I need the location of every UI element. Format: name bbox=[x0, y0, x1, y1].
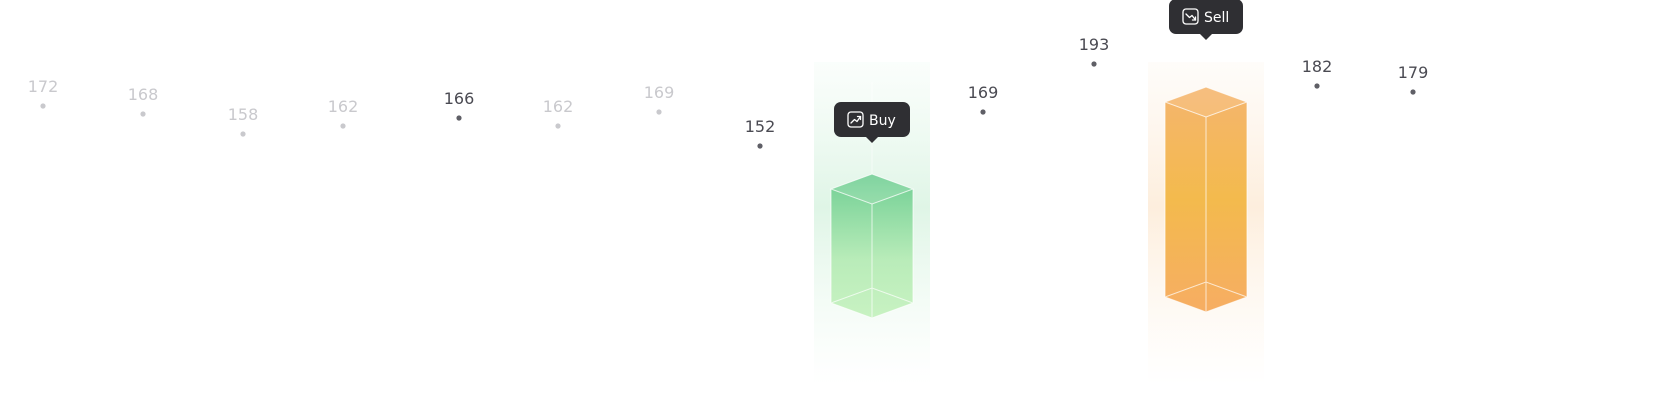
tooltip-label: Sell bbox=[1204, 10, 1229, 26]
data-point[interactable]: 179 bbox=[1398, 63, 1429, 95]
data-point[interactable]: 162 bbox=[328, 97, 359, 129]
tooltip-background bbox=[834, 102, 910, 137]
prism-edges bbox=[830, 189, 914, 319]
point-marker bbox=[40, 103, 46, 109]
tooltip-pointer bbox=[1200, 34, 1212, 40]
point-value-label: 152 bbox=[745, 117, 776, 136]
point-marker bbox=[1091, 61, 1097, 67]
point-value-label: 162 bbox=[328, 97, 359, 116]
buy-tooltip[interactable]: Buy bbox=[834, 102, 910, 143]
point-value-label: 169 bbox=[644, 83, 675, 102]
data-point[interactable]: 158 bbox=[228, 105, 259, 137]
data-point[interactable]: 166 bbox=[444, 89, 475, 121]
point-value-label: 162 bbox=[543, 97, 574, 116]
point-marker bbox=[1314, 83, 1320, 89]
point-value-label: 172 bbox=[28, 77, 59, 96]
point-value-label: 193 bbox=[1079, 35, 1110, 54]
sell-tooltip[interactable]: Sell bbox=[1169, 0, 1243, 40]
prism-edges bbox=[1164, 102, 1248, 313]
data-point[interactable]: 169 bbox=[644, 83, 675, 115]
point-marker bbox=[757, 143, 763, 149]
trend-down-icon bbox=[1182, 8, 1199, 25]
data-point[interactable]: 162 bbox=[543, 97, 574, 129]
tooltip-label: Buy bbox=[869, 113, 896, 129]
point-marker bbox=[456, 115, 462, 121]
data-point[interactable]: 193 bbox=[1079, 35, 1110, 67]
point-marker bbox=[980, 109, 986, 115]
point-value-label: 182 bbox=[1302, 57, 1333, 76]
point-marker bbox=[240, 131, 246, 137]
data-point[interactable]: 182 bbox=[1302, 57, 1333, 89]
point-marker bbox=[140, 111, 146, 117]
point-marker bbox=[555, 123, 561, 129]
tooltip-pointer bbox=[866, 137, 878, 143]
point-marker bbox=[1410, 89, 1416, 95]
point-value-label: 179 bbox=[1398, 63, 1429, 82]
point-marker bbox=[656, 109, 662, 115]
data-point[interactable]: 152 bbox=[745, 117, 776, 149]
point-marker bbox=[340, 123, 346, 129]
trend-up-icon bbox=[847, 111, 864, 128]
point-value-label: 158 bbox=[228, 105, 259, 124]
sell-signal-bar[interactable] bbox=[1163, 82, 1249, 313]
data-point[interactable]: 172 bbox=[28, 77, 59, 109]
point-value-label: 166 bbox=[444, 89, 475, 108]
data-point[interactable]: 169 bbox=[968, 83, 999, 115]
data-point[interactable]: 168 bbox=[128, 85, 159, 117]
point-value-label: 169 bbox=[968, 83, 999, 102]
point-value-label: 168 bbox=[128, 85, 159, 104]
